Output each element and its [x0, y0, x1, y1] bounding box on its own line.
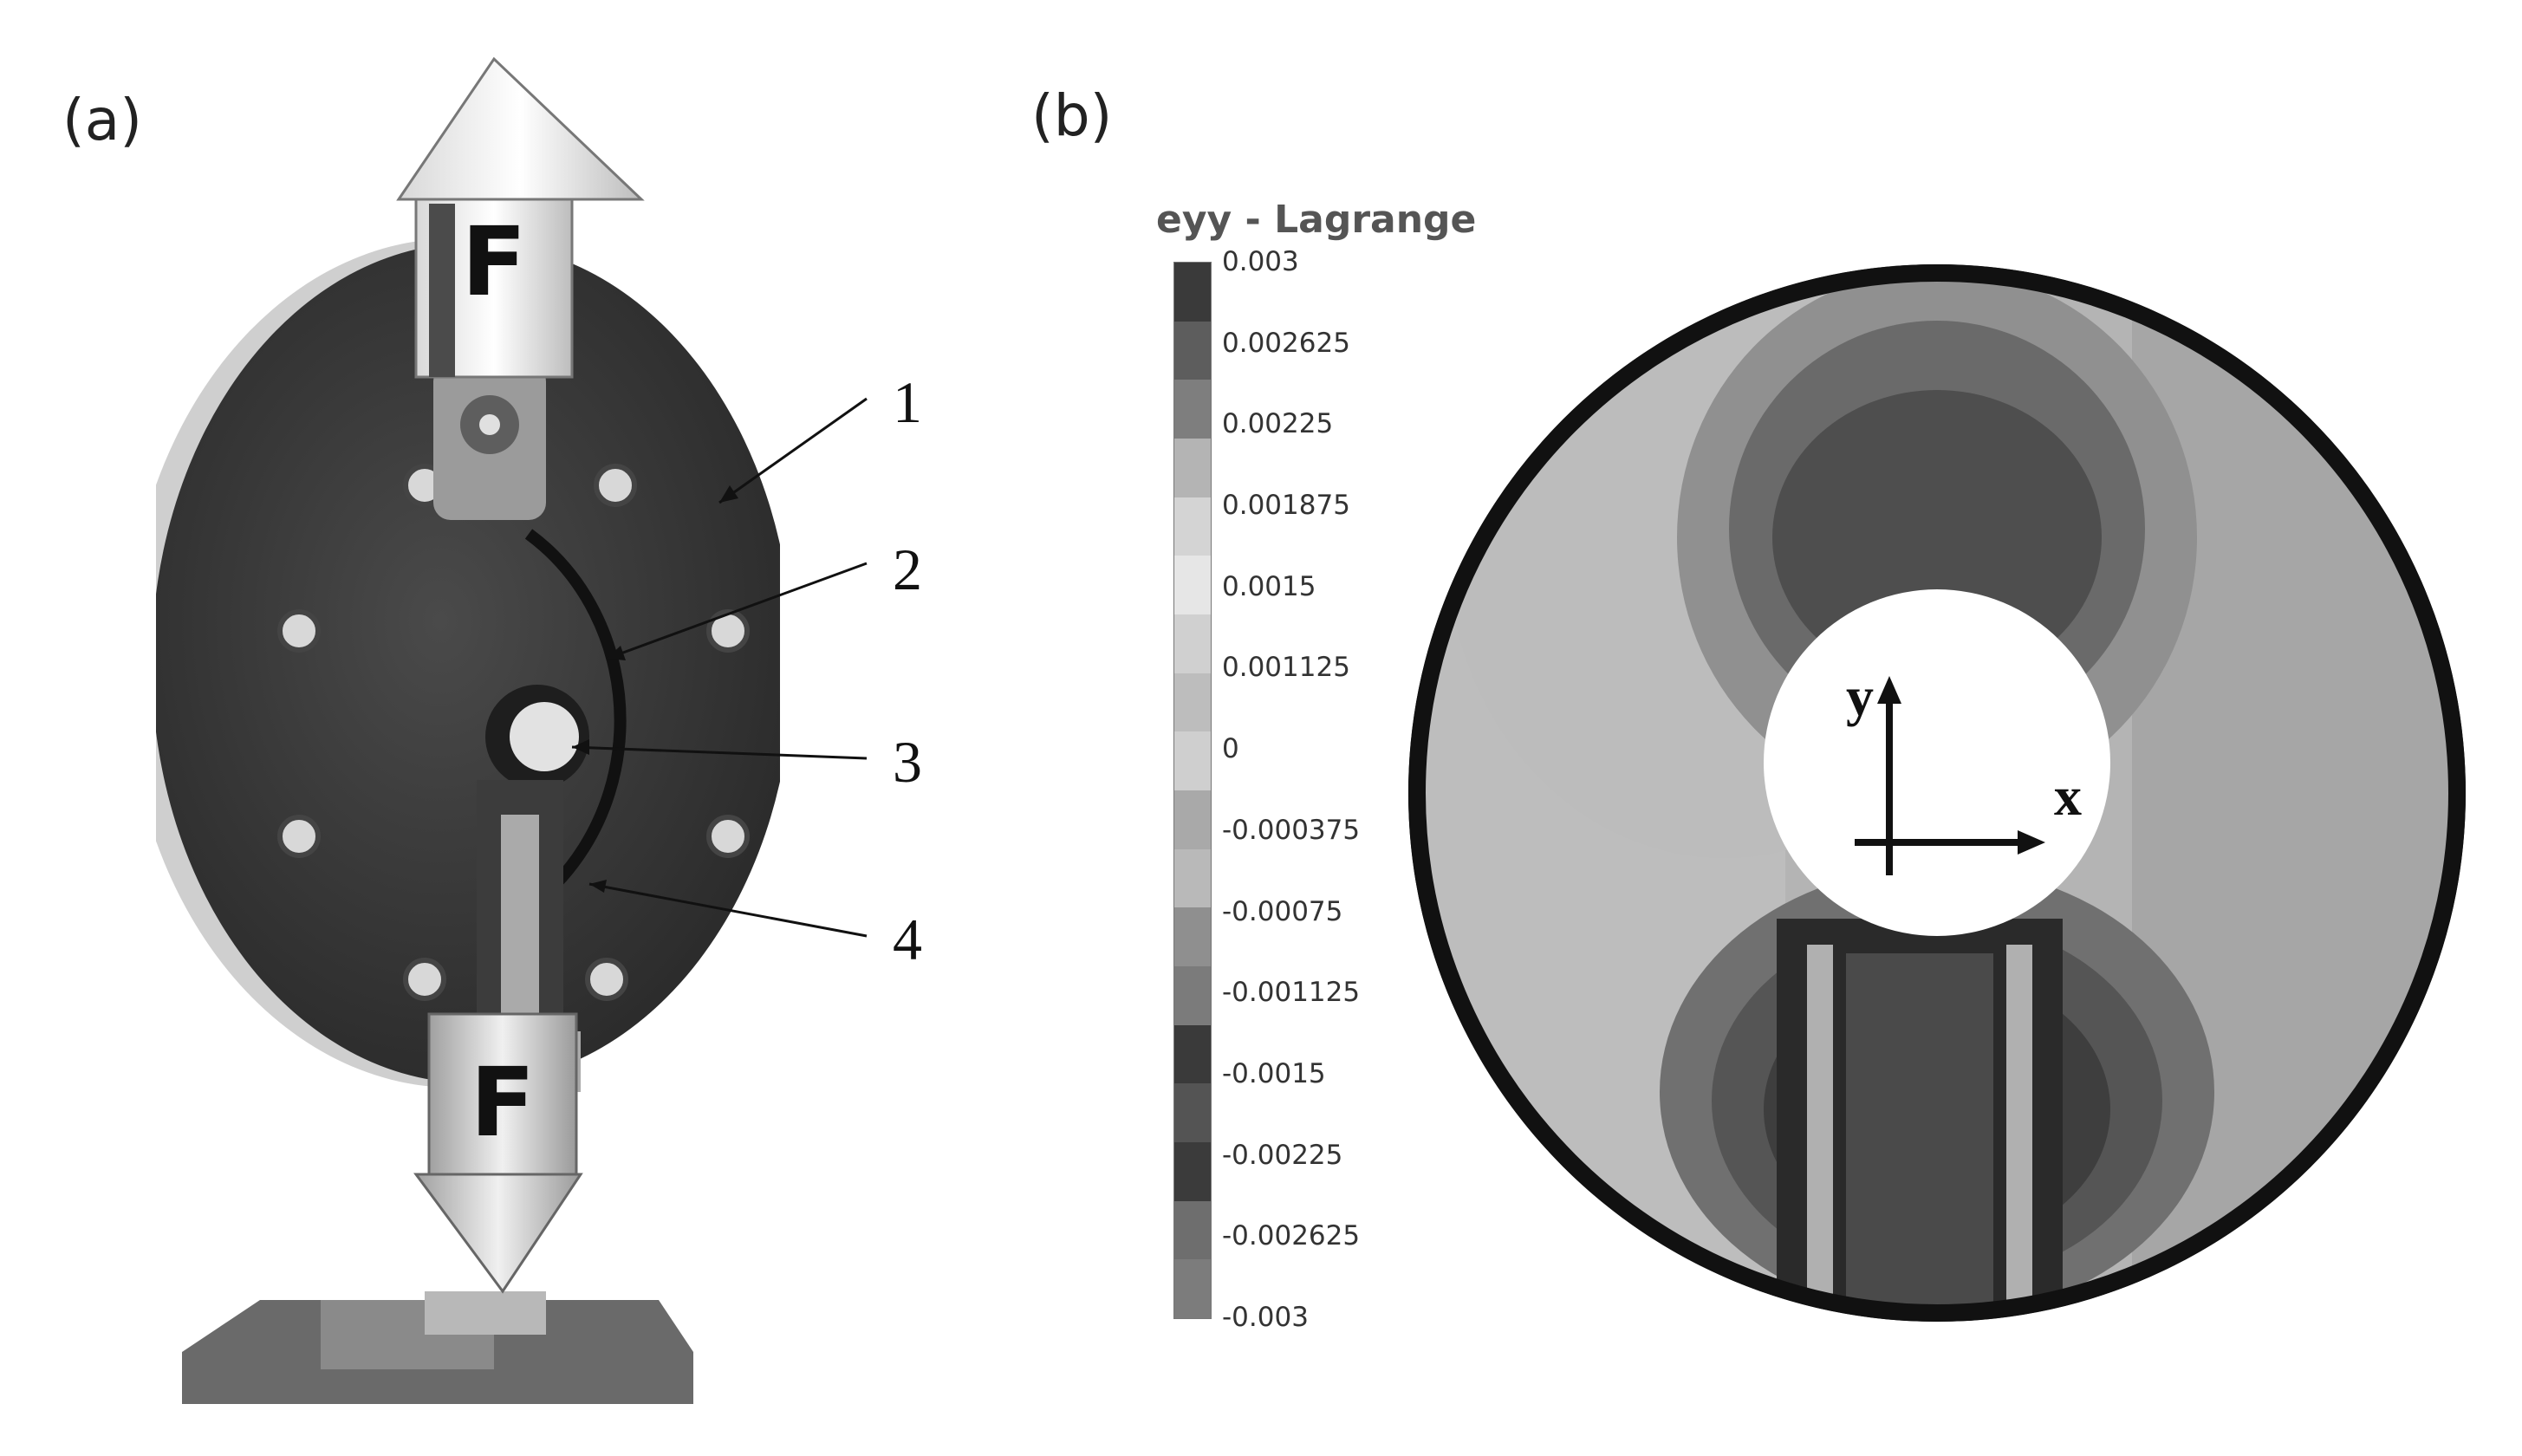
- axis-label-x: x: [2054, 765, 2082, 827]
- colorbar-tick-label: -0.00225: [1222, 1139, 1343, 1171]
- force-label-bottom: F: [470, 1047, 535, 1158]
- strain-field: y x: [1408, 264, 2466, 1322]
- colorbar-tick-label: -0.001125: [1222, 977, 1361, 1009]
- colorbar-segment: [1174, 731, 1211, 790]
- colorbar-tick-label: 0.001875: [1222, 490, 1350, 522]
- colorbar-segment: [1174, 907, 1211, 966]
- colorbar-tick-label: 0: [1222, 733, 1239, 765]
- callout-3: 3: [893, 729, 922, 795]
- center-pin: [510, 702, 579, 771]
- force-arrow-down: [413, 1012, 583, 1294]
- colorbar-segment: [1174, 556, 1211, 614]
- bolt-holes: [277, 464, 750, 1001]
- panel-label-a: (a): [62, 87, 142, 153]
- colorbar-segment: [1174, 965, 1211, 1025]
- colorbar-segment: [1174, 673, 1211, 732]
- colorbar-tick-label: 0.0015: [1222, 570, 1316, 602]
- fixture-photo: F F: [156, 56, 780, 1404]
- colorbar-title: eyy - Lagrange: [1156, 198, 1477, 242]
- colorbar-segment: [1174, 790, 1211, 849]
- panel-label-b: (b): [1031, 82, 1113, 149]
- colorbar-tick-label: 0.001125: [1222, 652, 1350, 684]
- colorbar-tick-label: -0.000375: [1222, 814, 1361, 846]
- disc: [156, 243, 780, 1083]
- colorbar-segment: [1174, 1024, 1211, 1084]
- force-arrow-up: [396, 56, 645, 379]
- colorbar-segment: [1174, 848, 1211, 908]
- colorbar-segment: [1174, 614, 1211, 673]
- colorbar-segment: [1174, 1259, 1211, 1318]
- colorbar-tick-label: 0.003: [1222, 246, 1299, 277]
- colorbar-segment: [1174, 497, 1211, 556]
- colorbar-segment: [1174, 263, 1211, 322]
- colorbar-segment: [1174, 321, 1211, 380]
- colorbar-tick-label: -0.002625: [1222, 1220, 1361, 1252]
- colorbar: [1173, 262, 1212, 1319]
- colorbar-tick-label: -0.00075: [1222, 895, 1343, 927]
- colorbar-segment: [1174, 1083, 1211, 1142]
- colorbar-tick-label: 0.00225: [1222, 408, 1334, 440]
- callout-1: 1: [893, 369, 922, 435]
- colorbar-segment: [1174, 1141, 1211, 1201]
- axis-arrows: [1855, 693, 2028, 875]
- colorbar-tick-label: -0.003: [1222, 1302, 1309, 1333]
- colorbar-segment: [1174, 380, 1211, 439]
- colorbar-tick-label: 0.002625: [1222, 327, 1350, 359]
- colorbar-segment: [1174, 1200, 1211, 1260]
- force-label-top: F: [461, 206, 526, 317]
- axis-label-y: y: [1846, 666, 1874, 727]
- callout-4: 4: [893, 907, 922, 972]
- center-hole: [1764, 589, 2110, 936]
- callout-2: 2: [893, 536, 922, 602]
- colorbar-tick-label: -0.0015: [1222, 1057, 1326, 1089]
- colorbar-segment: [1174, 438, 1211, 497]
